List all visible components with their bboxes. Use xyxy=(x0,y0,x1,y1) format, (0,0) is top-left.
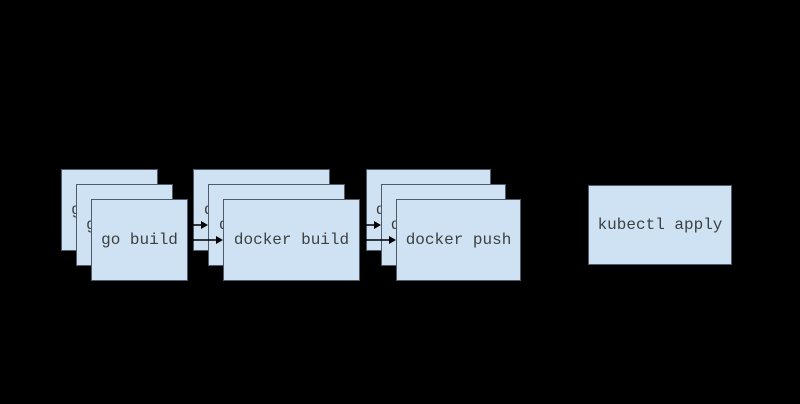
docker-build-box-front: docker build xyxy=(223,199,360,281)
docker-push-box-front: docker push xyxy=(396,199,521,281)
go-build-box-front: go build xyxy=(91,199,188,281)
docker-build-label: docker build xyxy=(233,231,350,249)
docker-push-label: docker push xyxy=(405,231,512,249)
go-build-label: go build xyxy=(101,231,178,249)
kubectl-apply-box: kubectl apply xyxy=(588,185,732,265)
kubectl-apply-label: kubectl apply xyxy=(597,216,723,234)
